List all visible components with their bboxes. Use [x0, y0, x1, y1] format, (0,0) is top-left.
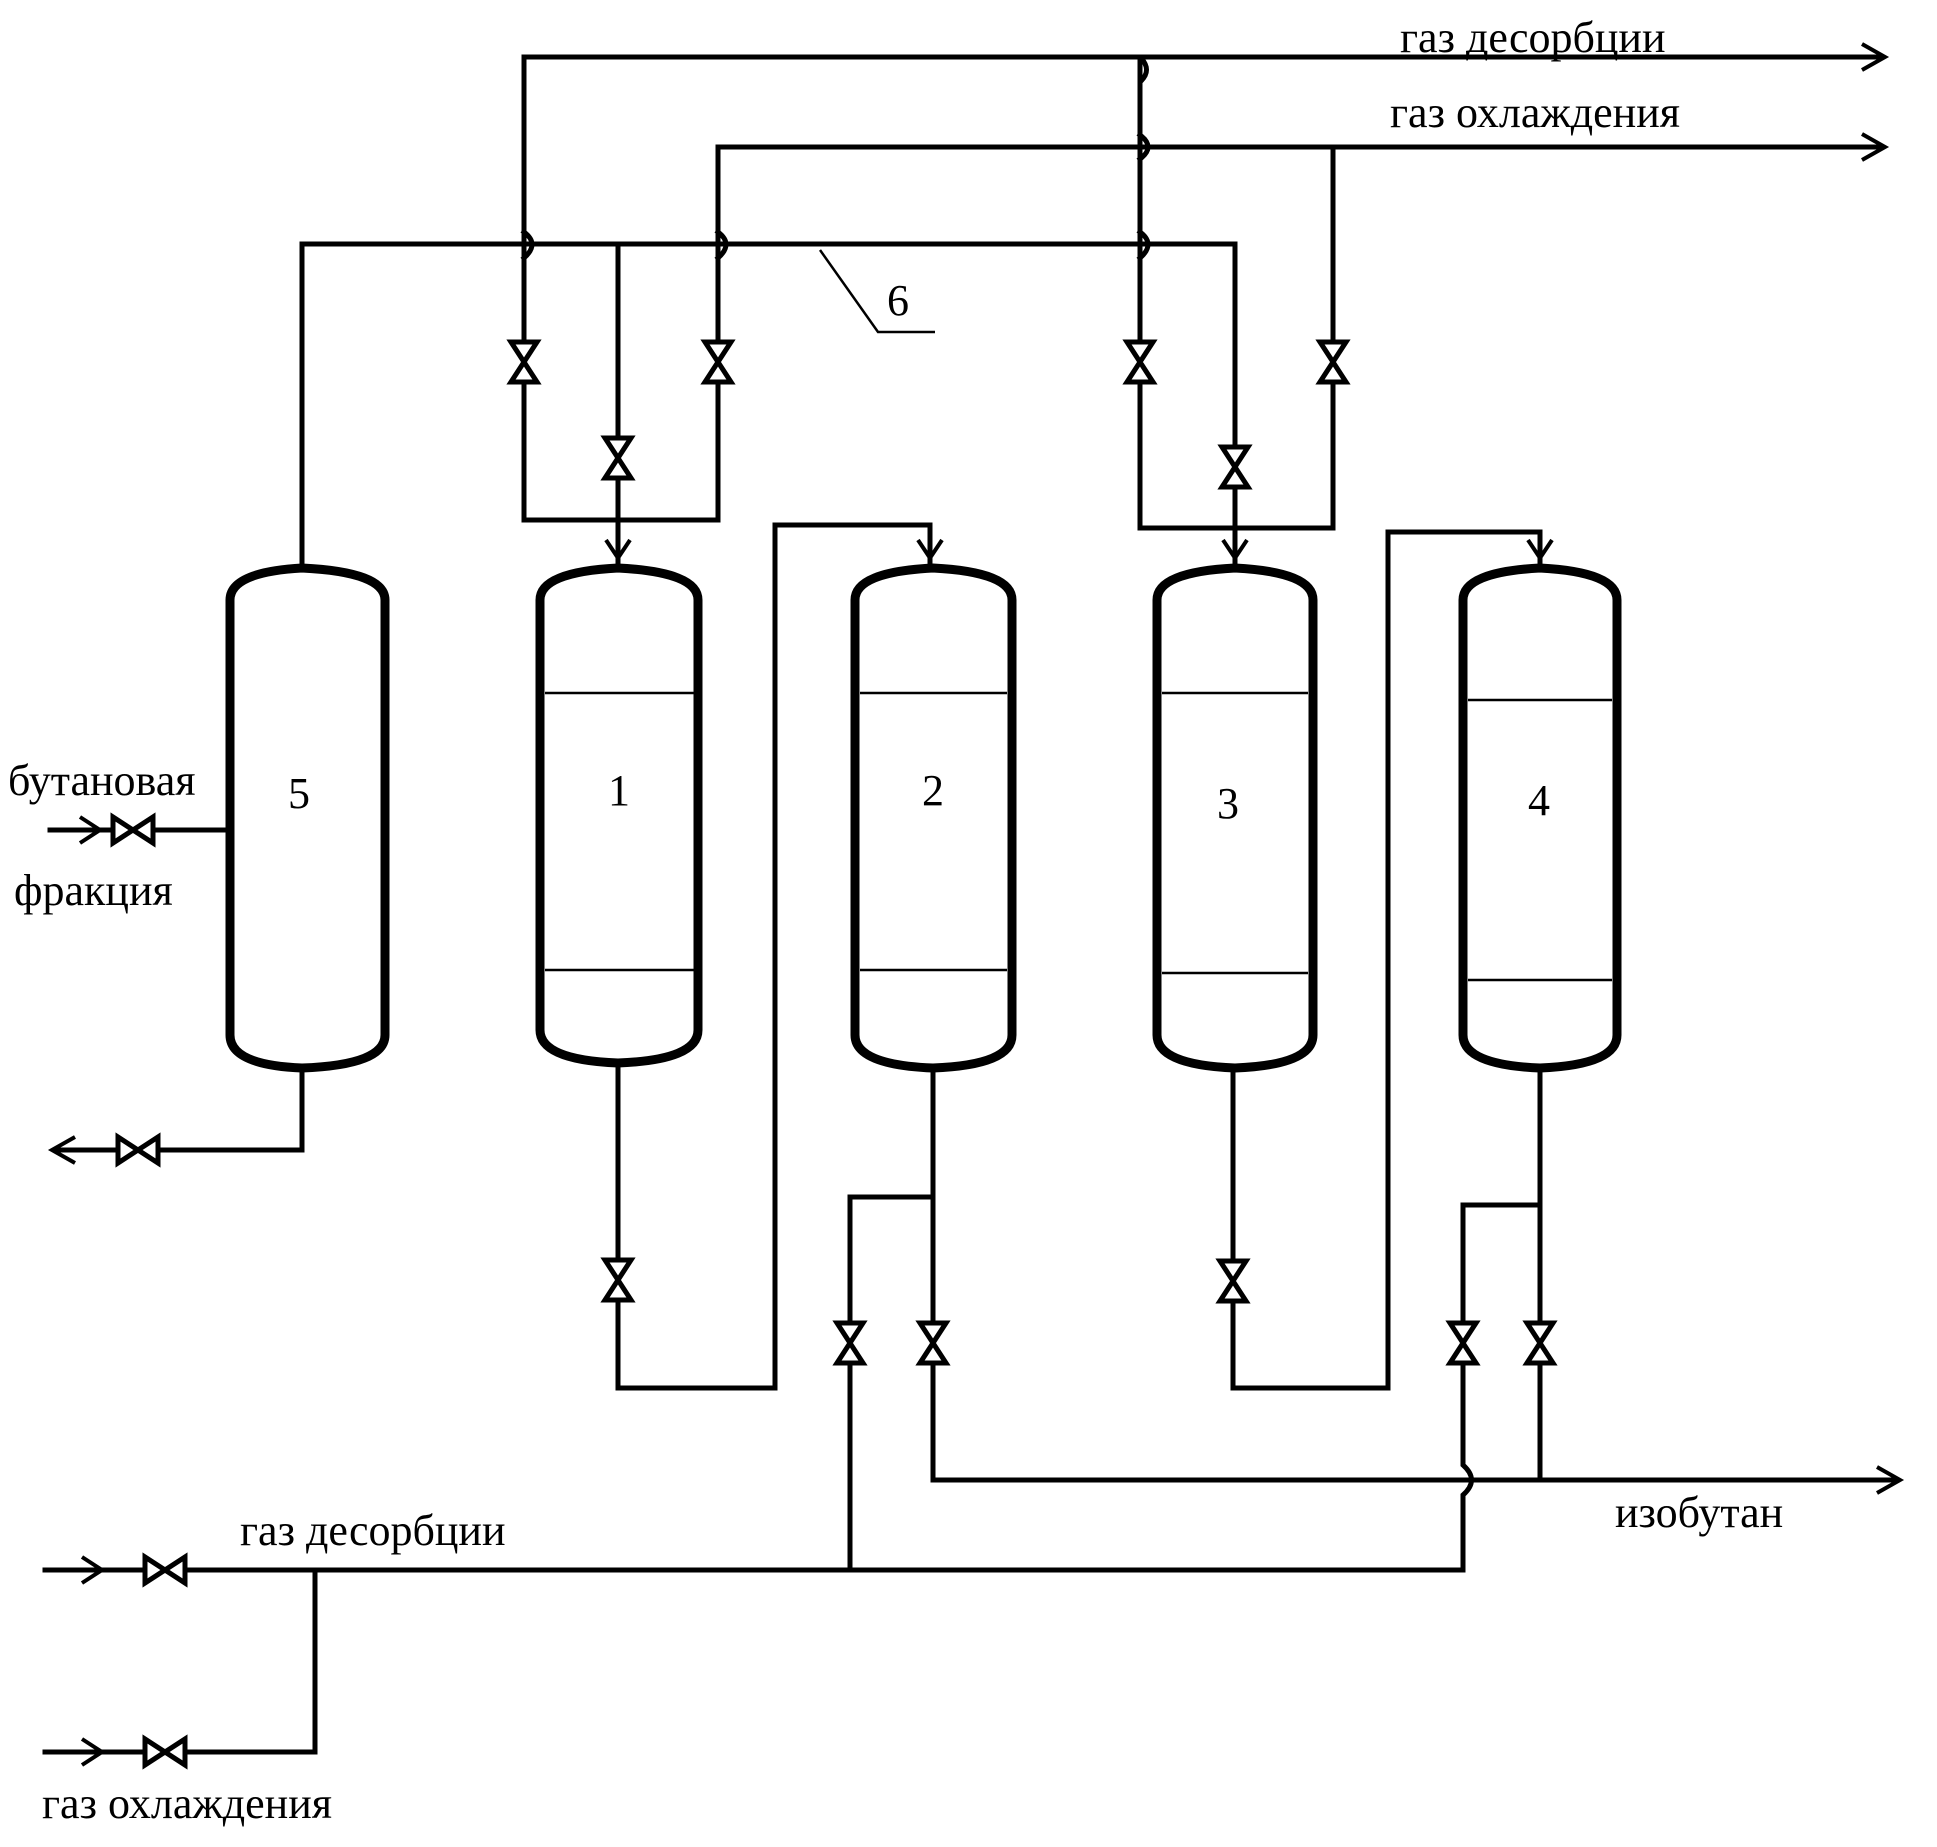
adsorber-1	[540, 568, 698, 1063]
adsorber-1-number: 1	[608, 766, 630, 815]
gas-bypass-4	[1463, 1205, 1540, 1325]
top-cooling-gas-label: газ охлаждения	[1390, 88, 1680, 137]
vessels	[230, 568, 1617, 1068]
vessel-5	[230, 568, 385, 1068]
collector-6	[302, 244, 1235, 565]
valve-icon	[605, 438, 631, 478]
valve-icon	[1220, 1261, 1246, 1301]
valve-icon	[145, 1739, 185, 1765]
vessel-5-number: 5	[288, 769, 310, 818]
gas-bypass-2	[850, 1197, 933, 1325]
isobutane-from-2	[933, 1362, 1460, 1480]
gas-feed-4	[1463, 1362, 1472, 1570]
isobutane-label: изобутан	[1615, 1488, 1783, 1537]
adsorber-4-number: 4	[1528, 776, 1550, 825]
desorption-gas-outlet-header	[524, 57, 1880, 82]
bottom-cooling-gas-label: газ охлаждения	[42, 1779, 332, 1828]
drain-line-5	[60, 1070, 302, 1150]
top-desorption-gas-label: газ десорбции	[1400, 13, 1666, 62]
valve-icon	[705, 342, 731, 382]
valve-icon	[1320, 342, 1346, 382]
valve-icon	[1450, 1323, 1476, 1363]
valve-icon	[920, 1323, 946, 1363]
butane-fraction-label-line1: бутановая	[8, 756, 196, 805]
cooling-gas-inlet-header	[45, 1570, 315, 1752]
valve-icon	[1222, 447, 1248, 487]
collector-6-number: 6	[887, 276, 909, 325]
valve-icon	[837, 1323, 863, 1363]
adsorber-2	[855, 568, 1012, 1068]
valve-icon	[145, 1557, 185, 1583]
butane-fraction-label-line2: фракция	[14, 866, 173, 915]
collector-6-leader	[820, 250, 935, 332]
valve-icon	[1127, 342, 1153, 382]
valve-icon	[113, 817, 153, 843]
adsorber-2-number: 2	[922, 766, 944, 815]
valve-icon	[1527, 1323, 1553, 1363]
valve-icon	[605, 1260, 631, 1300]
bottom-desorption-gas-label: газ десорбции	[240, 1506, 506, 1555]
valve-icon	[118, 1137, 158, 1163]
valve-icon	[511, 342, 537, 382]
adsorber-3-number: 3	[1217, 779, 1239, 828]
